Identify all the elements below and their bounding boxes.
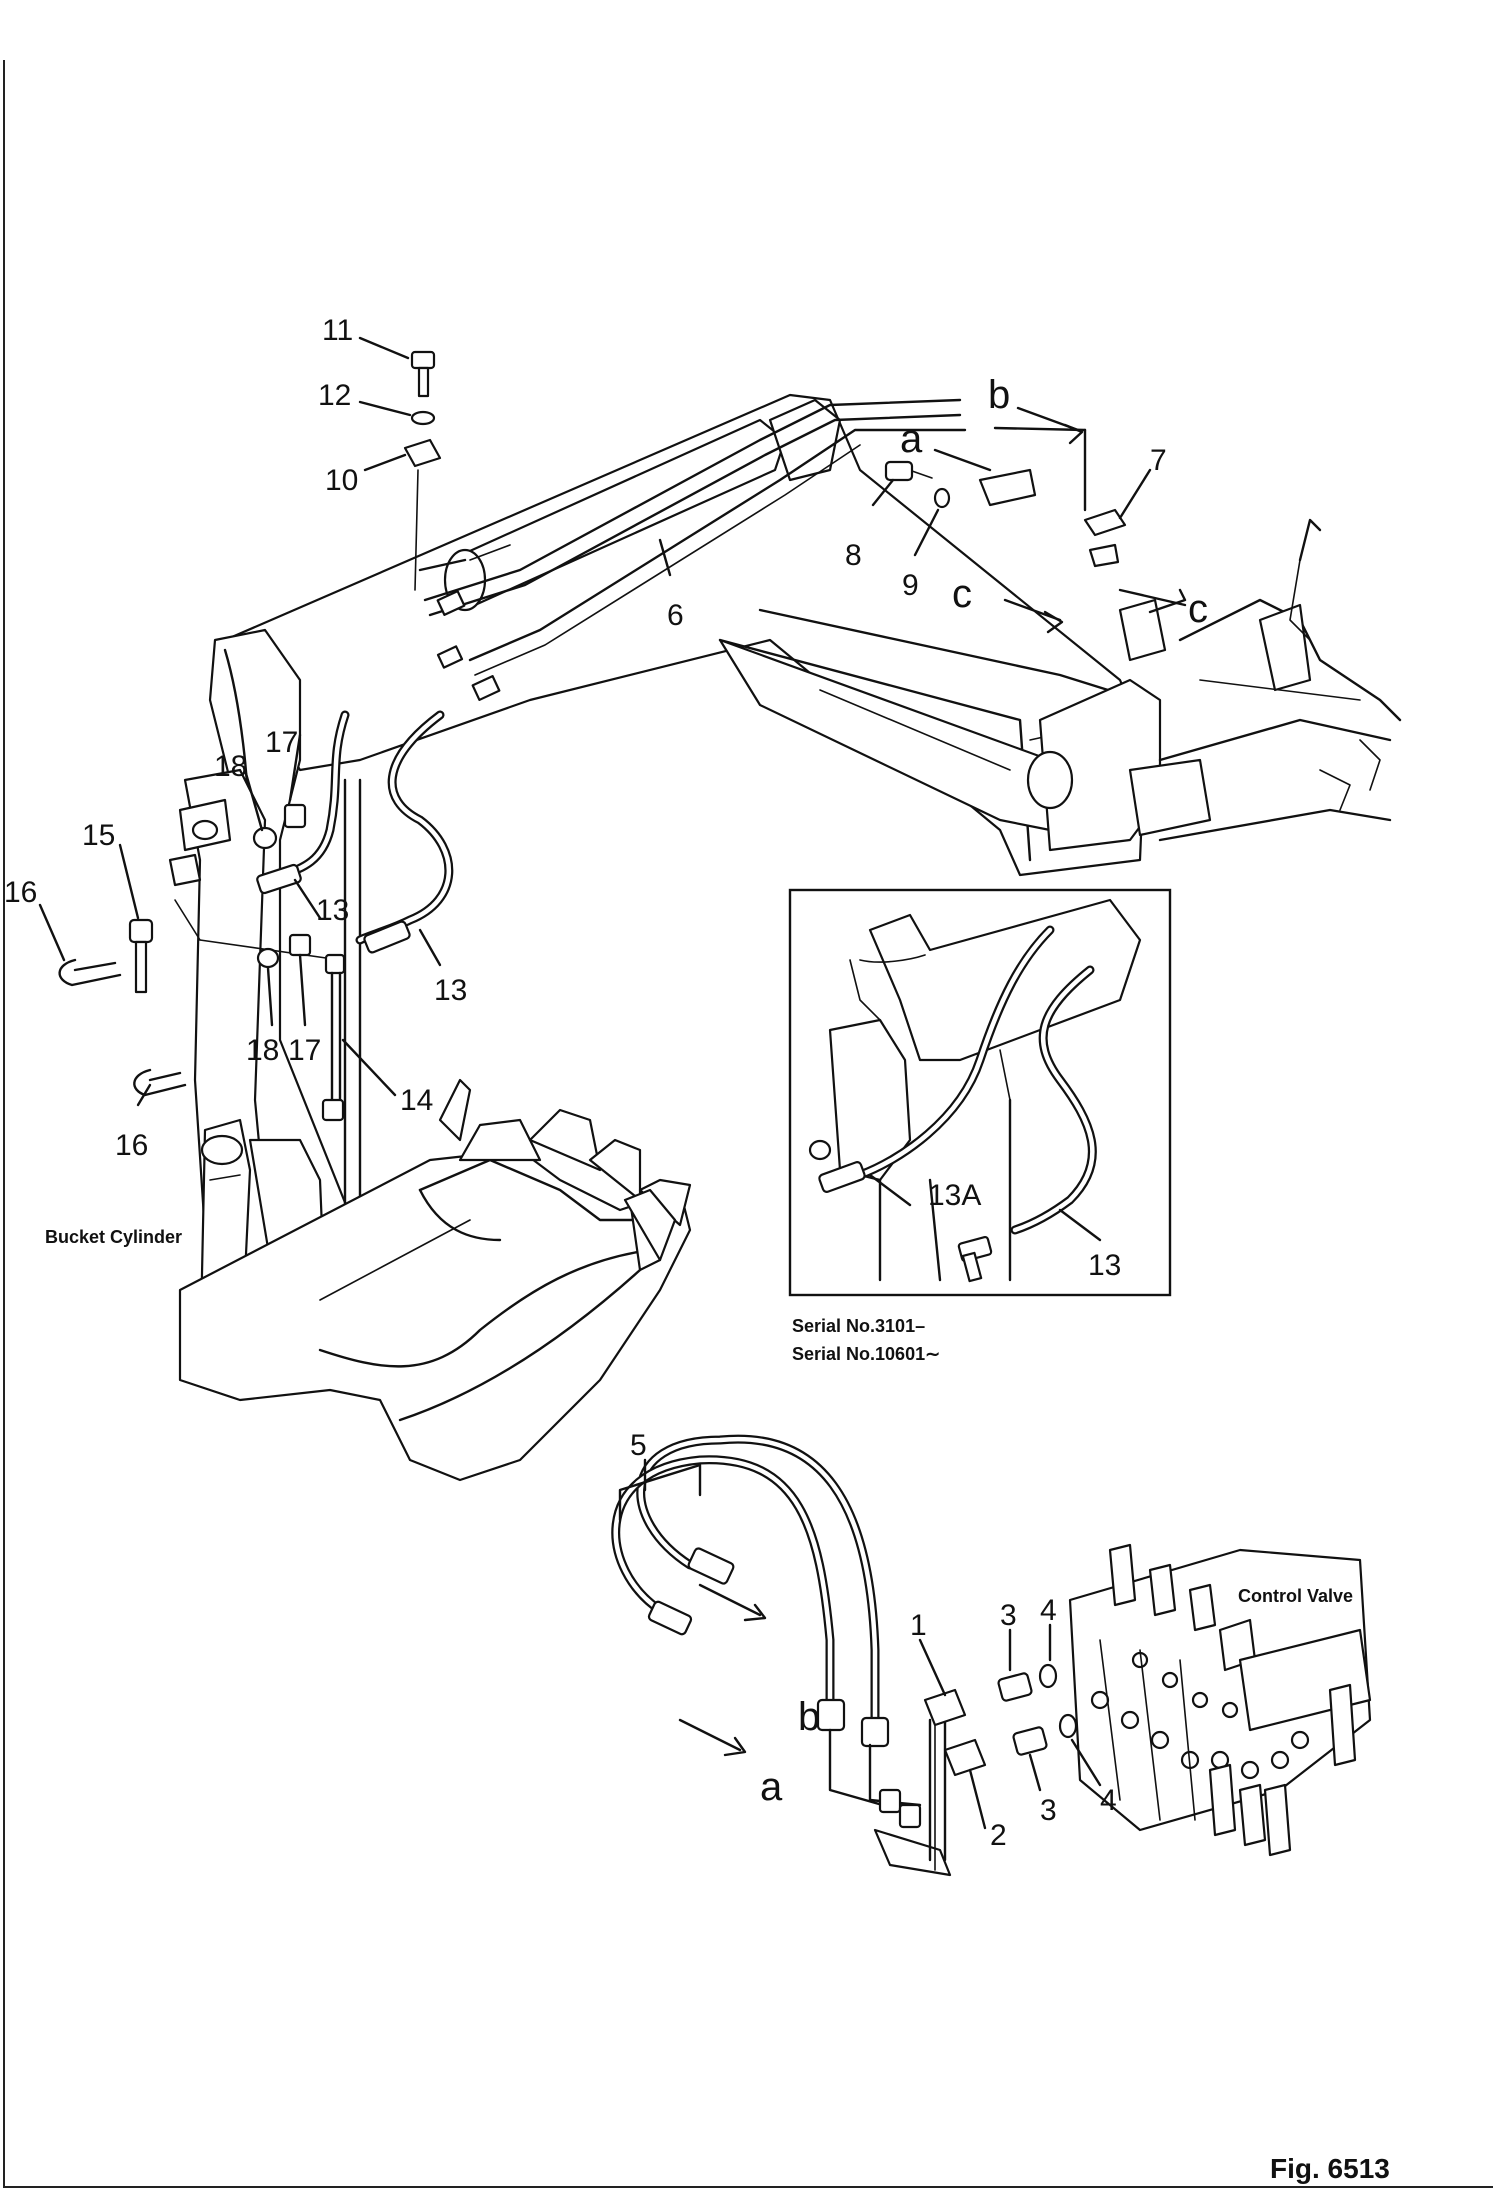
- control-valve-hoses: [611, 1434, 1078, 1877]
- caption-serial-line-1: Serial No.3101–: [792, 1316, 925, 1336]
- part-label-4-upper: 4: [1040, 1594, 1057, 1627]
- captions: Bucket Cylinder Control Valve Serial No.…: [45, 1227, 1390, 2184]
- arm-hoses: [58, 350, 1127, 1122]
- caption-control-valve: Control Valve: [1238, 1586, 1353, 1606]
- part-label-16-upper: 16: [4, 876, 37, 909]
- connection-letter-a-bottom: a: [760, 1765, 783, 1809]
- connection-letters: b a c c b a: [760, 373, 1208, 1809]
- inset-detail: [788, 888, 1172, 1297]
- connection-letter-a-top: a: [900, 417, 923, 461]
- part-label-1: 1: [910, 1609, 927, 1642]
- part-label-13A: 13A: [928, 1179, 981, 1212]
- part-label-18-upper: 18: [214, 750, 247, 783]
- part-label-10: 10: [325, 464, 358, 497]
- part-label-12: 12: [318, 379, 351, 412]
- caption-bucket-cylinder: Bucket Cylinder: [45, 1227, 182, 1247]
- part-label-17-upper: 17: [265, 726, 298, 759]
- connection-letter-c-right: c: [1188, 587, 1208, 631]
- part-label-16-lower: 16: [115, 1129, 148, 1162]
- connection-letter-c-middle: c: [952, 572, 972, 616]
- part-label-3-upper: 3: [1000, 1599, 1017, 1632]
- part-label-15: 15: [82, 819, 115, 852]
- part-label-2: 2: [990, 1819, 1007, 1852]
- part-label-5: 5: [630, 1429, 647, 1462]
- part-label-9: 9: [902, 569, 919, 602]
- part-label-7: 7: [1150, 444, 1167, 477]
- part-label-13-inset: 13: [1088, 1249, 1121, 1282]
- part-label-8: 8: [845, 539, 862, 572]
- caption-serial-line-2: Serial No.10601∼: [792, 1344, 940, 1364]
- bucket: [178, 1078, 692, 1482]
- part-label-18-lower: 18: [246, 1034, 279, 1067]
- part-label-6: 6: [667, 599, 684, 632]
- connection-letter-b-top: b: [988, 373, 1010, 417]
- part-label-13-left: 13: [316, 894, 349, 927]
- boom-assembly: [223, 393, 1402, 877]
- connection-letter-b-bottom: b: [798, 1695, 820, 1739]
- part-label-14: 14: [400, 1084, 433, 1117]
- part-label-13-right: 13: [434, 974, 467, 1007]
- control-valve: [1068, 1543, 1372, 1857]
- figure-number: Fig. 6513: [1270, 2153, 1390, 2184]
- part-label-4-lower: 4: [1100, 1784, 1117, 1817]
- part-number-labels: 11 12 10 8 9 6 7 17 18 15 16 13 13 18 17…: [4, 314, 1167, 1852]
- part-label-11: 11: [322, 314, 353, 347]
- part-label-3-lower: 3: [1040, 1794, 1057, 1827]
- leader-lines: [38, 336, 1187, 1830]
- part-label-17-lower: 17: [288, 1034, 321, 1067]
- page-border: [3, 60, 1493, 2188]
- washer-18a-shape: [252, 826, 278, 850]
